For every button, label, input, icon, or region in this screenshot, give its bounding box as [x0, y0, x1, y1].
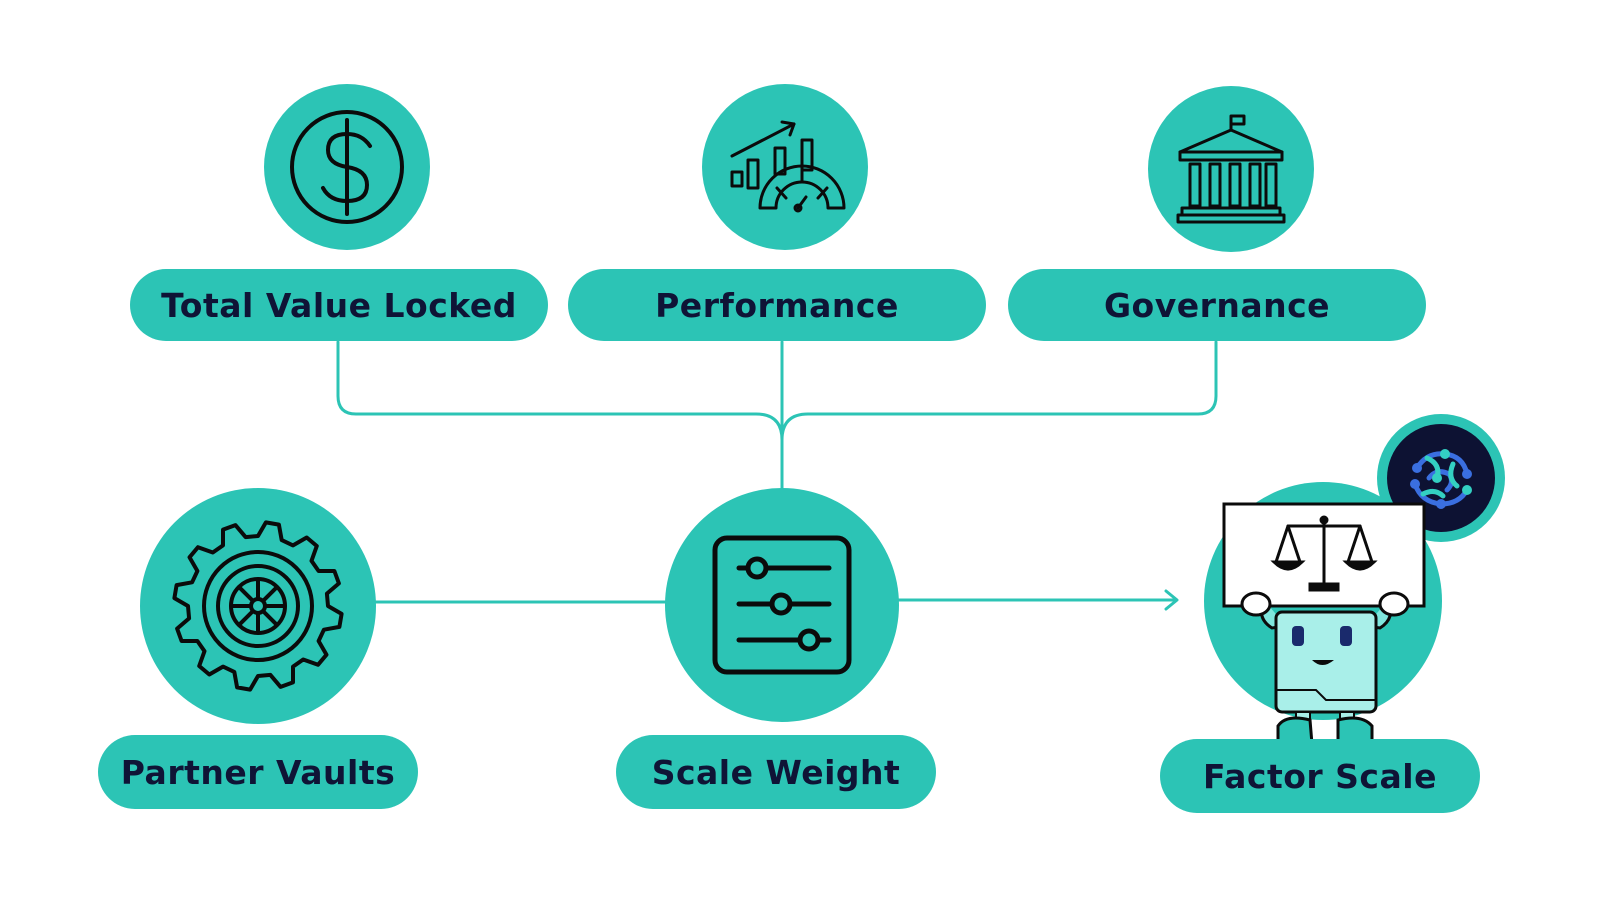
partner-vaults-icon-circle: [140, 488, 376, 724]
scale-weight-icon-circle: [665, 488, 899, 722]
sliders-icon: [712, 535, 852, 675]
performance-label: Performance: [568, 269, 986, 341]
dollar-coin-icon: [290, 110, 404, 224]
tvl-label: Total Value Locked: [130, 269, 548, 341]
scale-weight-label: Scale Weight: [616, 735, 936, 809]
factor-badge: [1377, 414, 1505, 542]
growth-gauge-icon: [730, 120, 846, 213]
performance-icon-circle: [702, 84, 868, 250]
balance-scale-mascot: [1222, 502, 1426, 754]
connector-governance: [780, 340, 1218, 442]
gear-spoke: [261, 585, 279, 603]
governance-label: Governance: [1008, 269, 1426, 341]
factor-scale-label: Factor Scale: [1160, 739, 1480, 813]
government-building-icon: [1176, 114, 1286, 224]
gear-wheel-icon: [172, 520, 344, 692]
partner-vaults-label: Partner Vaults: [98, 735, 418, 809]
factor-logo-icon: [1410, 449, 1472, 509]
gear-spoke: [261, 609, 279, 627]
tvl-icon-circle: [264, 84, 430, 250]
arrow-head: [1164, 589, 1179, 611]
connector-tvl: [336, 340, 784, 442]
gear-spoke: [237, 609, 255, 627]
governance-icon-circle: [1148, 86, 1314, 252]
balance-scale-icon: [1270, 515, 1378, 592]
gear-spoke: [237, 585, 255, 603]
